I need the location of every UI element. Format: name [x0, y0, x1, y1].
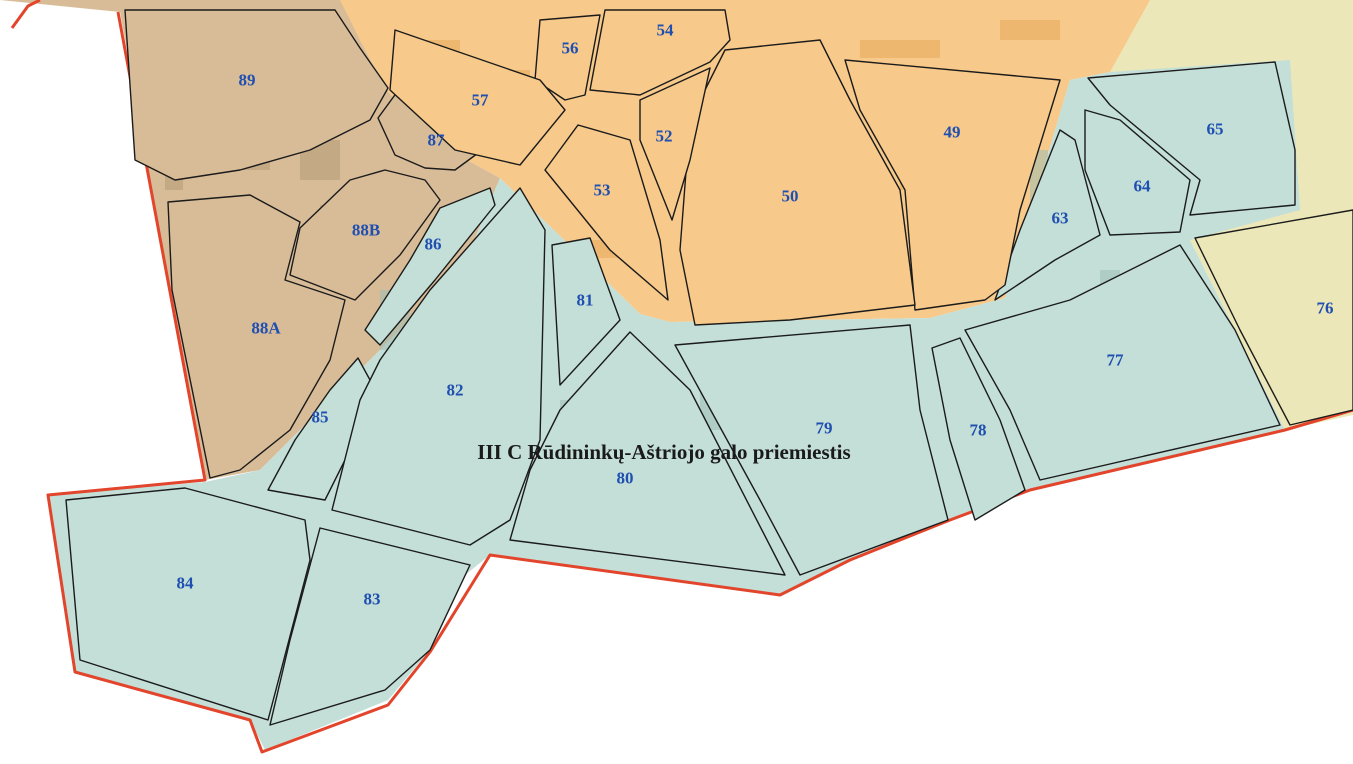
block-label-88a[interactable]: 88A	[251, 319, 281, 338]
block-label-85[interactable]: 85	[312, 408, 329, 427]
city-boundary-line	[10, 0, 41, 29]
block-outlines	[65, 9, 1353, 726]
block-label-77[interactable]: 77	[1107, 351, 1125, 370]
block-label-78[interactable]: 78	[970, 421, 987, 440]
block-88a-outline[interactable]	[167, 194, 346, 479]
block-label-84[interactable]: 84	[177, 574, 195, 593]
block-76-outline[interactable]	[1194, 209, 1353, 426]
block-53-outline[interactable]	[544, 124, 669, 301]
block-65-outline[interactable]	[1087, 61, 1296, 216]
block-label-64[interactable]: 64	[1134, 177, 1152, 196]
block-label-65[interactable]: 65	[1207, 120, 1224, 139]
block-label-54[interactable]: 54	[657, 21, 675, 40]
block-label-81[interactable]: 81	[577, 291, 594, 310]
block-79-outline[interactable]	[674, 324, 949, 576]
block-label-63[interactable]: 63	[1052, 209, 1069, 228]
block-label-56[interactable]: 56	[562, 39, 579, 58]
block-81-outline[interactable]	[551, 237, 621, 386]
block-label-49[interactable]: 49	[944, 123, 961, 142]
block-label-50[interactable]: 50	[782, 187, 799, 206]
block-label-87[interactable]: 87	[428, 131, 446, 150]
block-84-outline[interactable]	[65, 487, 311, 721]
block-80-outline[interactable]	[509, 331, 786, 576]
district-label: III C Rūdininkų-Aštriojo galo priemiesti…	[477, 440, 850, 464]
block-56-outline[interactable]	[534, 14, 601, 101]
block-82-outline[interactable]	[331, 187, 546, 546]
block-label-53[interactable]: 53	[594, 181, 611, 200]
block-50-outline[interactable]	[679, 39, 916, 326]
block-54-outline[interactable]	[589, 9, 731, 96]
block-49-outline[interactable]	[844, 59, 1061, 311]
block-83-outline[interactable]	[269, 527, 471, 726]
block-label-88b[interactable]: 88B	[352, 221, 380, 240]
block-78-outline[interactable]	[931, 337, 1026, 521]
block-label-76[interactable]: 76	[1317, 299, 1334, 318]
block-label-83[interactable]: 83	[364, 590, 381, 609]
block-label-89[interactable]: 89	[239, 71, 256, 90]
block-label-82[interactable]: 82	[447, 381, 464, 400]
block-label-80[interactable]: 80	[617, 469, 634, 488]
block-label-52[interactable]: 52	[656, 127, 673, 146]
block-89-outline[interactable]	[124, 9, 389, 181]
block-label-79[interactable]: 79	[816, 419, 833, 438]
block-63-outline[interactable]	[994, 129, 1101, 301]
block-label-57[interactable]: 57	[472, 91, 490, 110]
block-77-outline[interactable]	[964, 244, 1281, 481]
block-52-outline[interactable]	[639, 67, 711, 221]
block-88b-outline[interactable]	[289, 169, 441, 301]
block-label-86[interactable]: 86	[425, 235, 442, 254]
block-86-outline[interactable]	[364, 187, 496, 346]
block-labels: 89 88A 88B 87 86 85 84 83 82 81 80 79 78…	[177, 21, 1334, 609]
block-57-outline[interactable]	[389, 29, 566, 166]
block-64-outline[interactable]	[1084, 109, 1191, 236]
